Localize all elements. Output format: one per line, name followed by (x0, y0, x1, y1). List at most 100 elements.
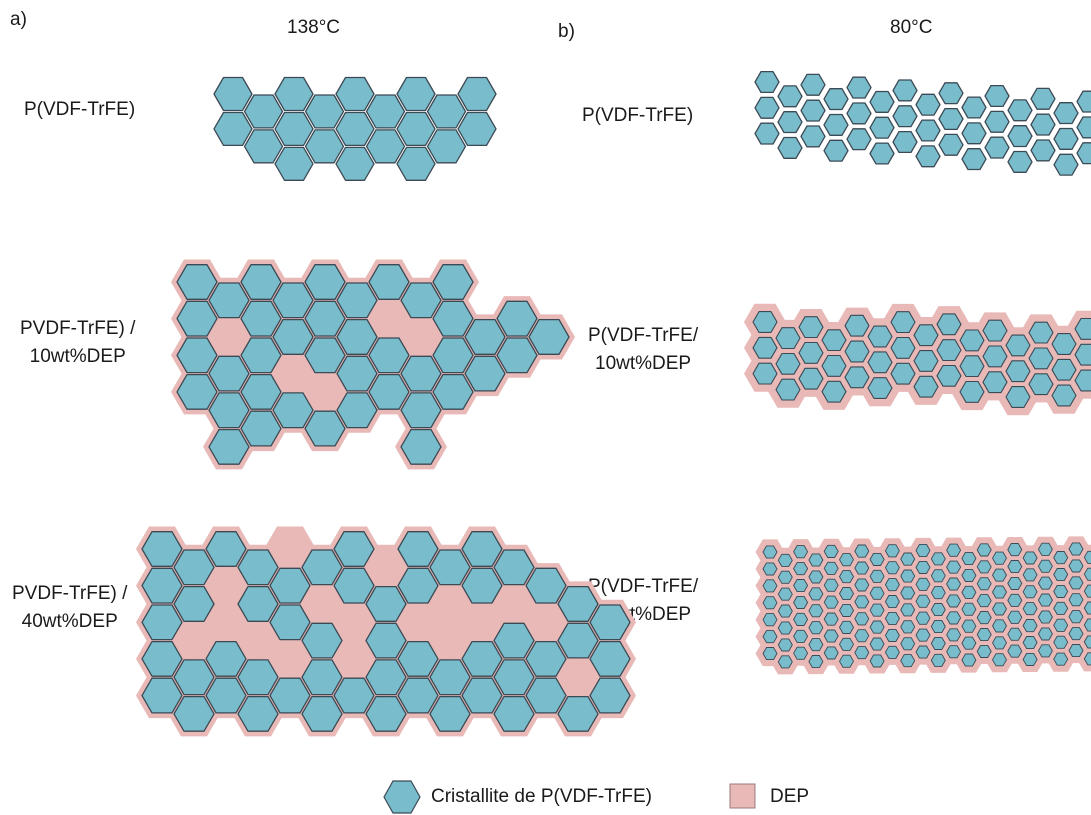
panel-a-temperature: 138°C (287, 17, 341, 38)
crystallite (775, 327, 801, 350)
crystallite (1083, 635, 1091, 649)
crystallite (976, 577, 992, 591)
crystallite (464, 355, 506, 392)
crystallite (176, 264, 218, 300)
crystallite (946, 645, 962, 659)
crystallite (900, 620, 916, 634)
crystallite (237, 549, 279, 586)
crystallite (846, 102, 872, 125)
crystallite (839, 553, 854, 567)
crystallite (869, 586, 885, 600)
crystallite (752, 362, 778, 385)
crystallite (429, 695, 471, 732)
crystallite (1007, 99, 1033, 122)
crystallite (808, 638, 824, 652)
crystallite (961, 96, 987, 119)
crystallite (992, 568, 1007, 582)
crystallite (333, 531, 375, 567)
crystallite (982, 371, 1008, 394)
crystallite (368, 264, 410, 300)
crystallite (1053, 102, 1079, 125)
crystallite (1022, 551, 1038, 565)
crystallite (1028, 321, 1054, 344)
crystallite (777, 604, 793, 618)
crystallite (1053, 652, 1069, 666)
crystallite (798, 316, 824, 339)
crystallite (1007, 593, 1023, 607)
crystallite (1037, 593, 1053, 607)
crystallite (301, 622, 343, 659)
crystallite (1007, 644, 1023, 658)
crystallite (400, 392, 442, 429)
crystallite (1022, 568, 1038, 582)
crystallite (884, 611, 900, 626)
crystallite (846, 128, 872, 151)
crystallite (884, 628, 900, 642)
crystallite (365, 622, 407, 659)
crystallite (1068, 593, 1084, 607)
panel-b-temperature: 80°C (890, 17, 933, 38)
crystallite (397, 640, 439, 677)
crystallite (237, 659, 279, 696)
crystallite (823, 561, 839, 575)
crystallite (959, 380, 985, 403)
crystallite (1083, 601, 1091, 615)
crystallite (854, 561, 870, 575)
crystallite (854, 578, 870, 592)
crystallite (839, 620, 854, 634)
crystallite (844, 314, 870, 337)
crystallite (1028, 347, 1054, 370)
crystallite (752, 336, 778, 359)
crystallite (754, 96, 780, 119)
crystallite (173, 549, 215, 586)
crystallite (946, 611, 962, 625)
crystallite (274, 146, 314, 181)
crystallite (854, 629, 870, 643)
crystallite (1074, 343, 1091, 366)
crystallite (823, 646, 839, 660)
crystallite (946, 628, 962, 642)
crystallite (823, 629, 839, 643)
crystallite (208, 355, 250, 392)
crystallite (525, 677, 567, 714)
crystallite (808, 604, 824, 618)
crystallite (272, 318, 314, 355)
crystallite (823, 612, 839, 626)
crystallite (915, 645, 931, 659)
crystallite (992, 551, 1007, 565)
crystallite (269, 677, 311, 714)
crystallite (304, 129, 345, 164)
crystallite (984, 110, 1010, 133)
crystallite (141, 567, 183, 604)
crystallite (839, 587, 854, 601)
crystallite (869, 569, 885, 583)
crystallite (589, 640, 631, 677)
crystallite (915, 93, 941, 116)
crystallite (976, 628, 992, 642)
crystallite (1005, 386, 1031, 408)
crystallite (1053, 601, 1069, 615)
crystallite (1053, 153, 1079, 176)
crystallite (173, 585, 215, 622)
crystallite (900, 569, 916, 583)
crystallite (429, 659, 471, 696)
crystallite (798, 367, 824, 390)
crystallite (176, 300, 218, 337)
crystallite (900, 654, 916, 668)
crystallite (336, 282, 378, 319)
crystallite (884, 645, 900, 659)
crystallite (884, 595, 900, 609)
crystallite (141, 640, 183, 677)
crystallite (1037, 559, 1053, 573)
panel-a-row3-label: PVDF-TrFE) / 40wt%DEP (12, 580, 127, 636)
crystallite (301, 695, 343, 732)
crystallite (1037, 627, 1053, 641)
panel-a-row1-label: P(VDF-TrFE) (24, 96, 135, 124)
crystallite (1068, 610, 1084, 624)
crystallite (461, 677, 503, 714)
label-line: PVDF-TrFE) / (12, 583, 128, 604)
crystallite (272, 392, 314, 429)
crystallite (1007, 543, 1023, 557)
legend-symbols (383, 780, 756, 814)
crystallite (777, 638, 793, 652)
